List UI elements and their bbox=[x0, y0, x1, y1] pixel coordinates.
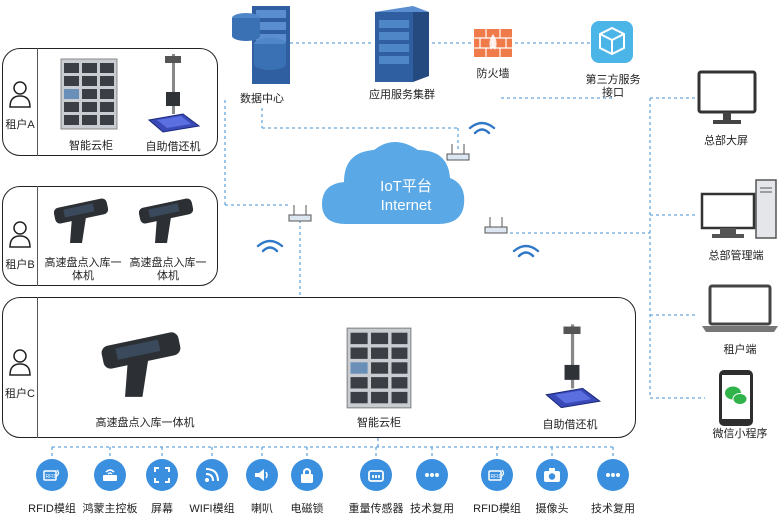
tenant-a-kiosk-label: 自助借还机 bbox=[145, 141, 201, 153]
self-service-kiosk-icon bbox=[147, 54, 201, 133]
tenant-b-user-icon bbox=[9, 221, 31, 248]
monitor-icon bbox=[697, 70, 757, 124]
router-icon bbox=[94, 459, 126, 491]
module-label: RFID模组 bbox=[28, 503, 76, 515]
firewall-icon bbox=[474, 29, 512, 57]
module-label: WIFI模组 bbox=[189, 503, 235, 515]
tenant-a-user-icon bbox=[9, 81, 31, 108]
tenant-b-divider bbox=[37, 186, 38, 286]
tenant-c-kiosk-label: 自助借还机 bbox=[542, 419, 598, 431]
tenant-b-label: 租户B bbox=[5, 259, 35, 271]
endpoint-bigscreen-label: 总部大屏 bbox=[704, 135, 748, 147]
endpoint-tenant-client-label: 租户端 bbox=[723, 344, 757, 356]
router-icon bbox=[288, 205, 312, 222]
tenant-a-label: 租户A bbox=[5, 119, 35, 131]
module-label: 摄像头 bbox=[535, 503, 569, 515]
handheld-scanner-icon bbox=[101, 332, 181, 397]
tenant-a-divider bbox=[37, 48, 38, 156]
svg-text:RFID: RFID bbox=[46, 474, 58, 480]
handheld-scanner-icon bbox=[138, 198, 194, 243]
tenant-c-cabinet-label: 智能云柜 bbox=[357, 417, 401, 429]
handheld-scanner-icon bbox=[53, 198, 109, 243]
cloud-title: IoT平台 bbox=[380, 178, 432, 195]
module-label: 屏幕 bbox=[151, 503, 173, 515]
app-server-icon bbox=[375, 6, 429, 82]
rfid-icon: RFID bbox=[481, 459, 513, 491]
speaker-icon bbox=[246, 459, 278, 491]
app-cluster-label: 应用服务集群 bbox=[369, 89, 435, 101]
camera-icon bbox=[536, 459, 568, 491]
wifi-icon bbox=[196, 459, 228, 491]
endpoint-wechat-label: 微信小程序 bbox=[712, 428, 768, 440]
cloud-icon bbox=[322, 142, 465, 224]
cloud-subtitle: Internet bbox=[380, 197, 432, 214]
module-label: 鸿蒙主控板 bbox=[82, 503, 138, 515]
more-icon bbox=[597, 459, 629, 491]
tenant-a-cabinet-label: 智能云柜 bbox=[69, 140, 113, 152]
firewall-label: 防火墙 bbox=[476, 68, 510, 80]
screen-icon bbox=[146, 459, 178, 491]
module-label: 技术复用 bbox=[591, 503, 635, 515]
laptop-icon bbox=[702, 284, 778, 332]
module-label: 重量传感器 bbox=[348, 503, 404, 515]
tenant-b-scanner1-label: 高速盘点入库一体机 bbox=[44, 257, 122, 282]
tenant-b-scanner2-label: 高速盘点入库一体机 bbox=[129, 257, 207, 282]
third-party-label: 第三方服务接口 bbox=[585, 74, 641, 99]
router-icon bbox=[484, 217, 508, 234]
datacenter-label: 数据中心 bbox=[240, 93, 284, 105]
tenant-c-divider bbox=[37, 297, 38, 438]
endpoint-hq-mgmt-label: 总部管理端 bbox=[708, 250, 764, 262]
desktop-computer-icon bbox=[700, 179, 777, 239]
router-icon bbox=[446, 144, 470, 161]
smart-cabinet-icon bbox=[60, 58, 118, 130]
tenant-c-user-icon bbox=[9, 349, 31, 376]
smart-cabinet-icon bbox=[346, 327, 412, 409]
lock-icon bbox=[291, 459, 323, 491]
more-icon bbox=[416, 459, 448, 491]
self-service-kiosk-icon bbox=[545, 324, 602, 409]
svg-text:RFID: RFID bbox=[491, 474, 503, 480]
sensor-icon bbox=[360, 459, 392, 491]
module-label: 电磁锁 bbox=[290, 503, 324, 515]
tenant-c-scanner-label: 高速盘点入库一体机 bbox=[95, 417, 195, 429]
wifi-signal-icon bbox=[256, 239, 284, 253]
datacenter-icon bbox=[232, 6, 290, 84]
rfid-icon: RFID bbox=[36, 459, 68, 491]
wechat-phone-icon bbox=[719, 370, 753, 426]
module-label: 技术复用 bbox=[410, 503, 454, 515]
tenant-c-label: 租户C bbox=[5, 388, 35, 400]
module-label: 喇叭 bbox=[251, 503, 273, 515]
wifi-signal-icon bbox=[512, 244, 540, 258]
third-party-api-icon bbox=[591, 21, 633, 63]
wifi-signal-icon bbox=[468, 121, 496, 135]
module-label: RFID模组 bbox=[473, 503, 521, 515]
